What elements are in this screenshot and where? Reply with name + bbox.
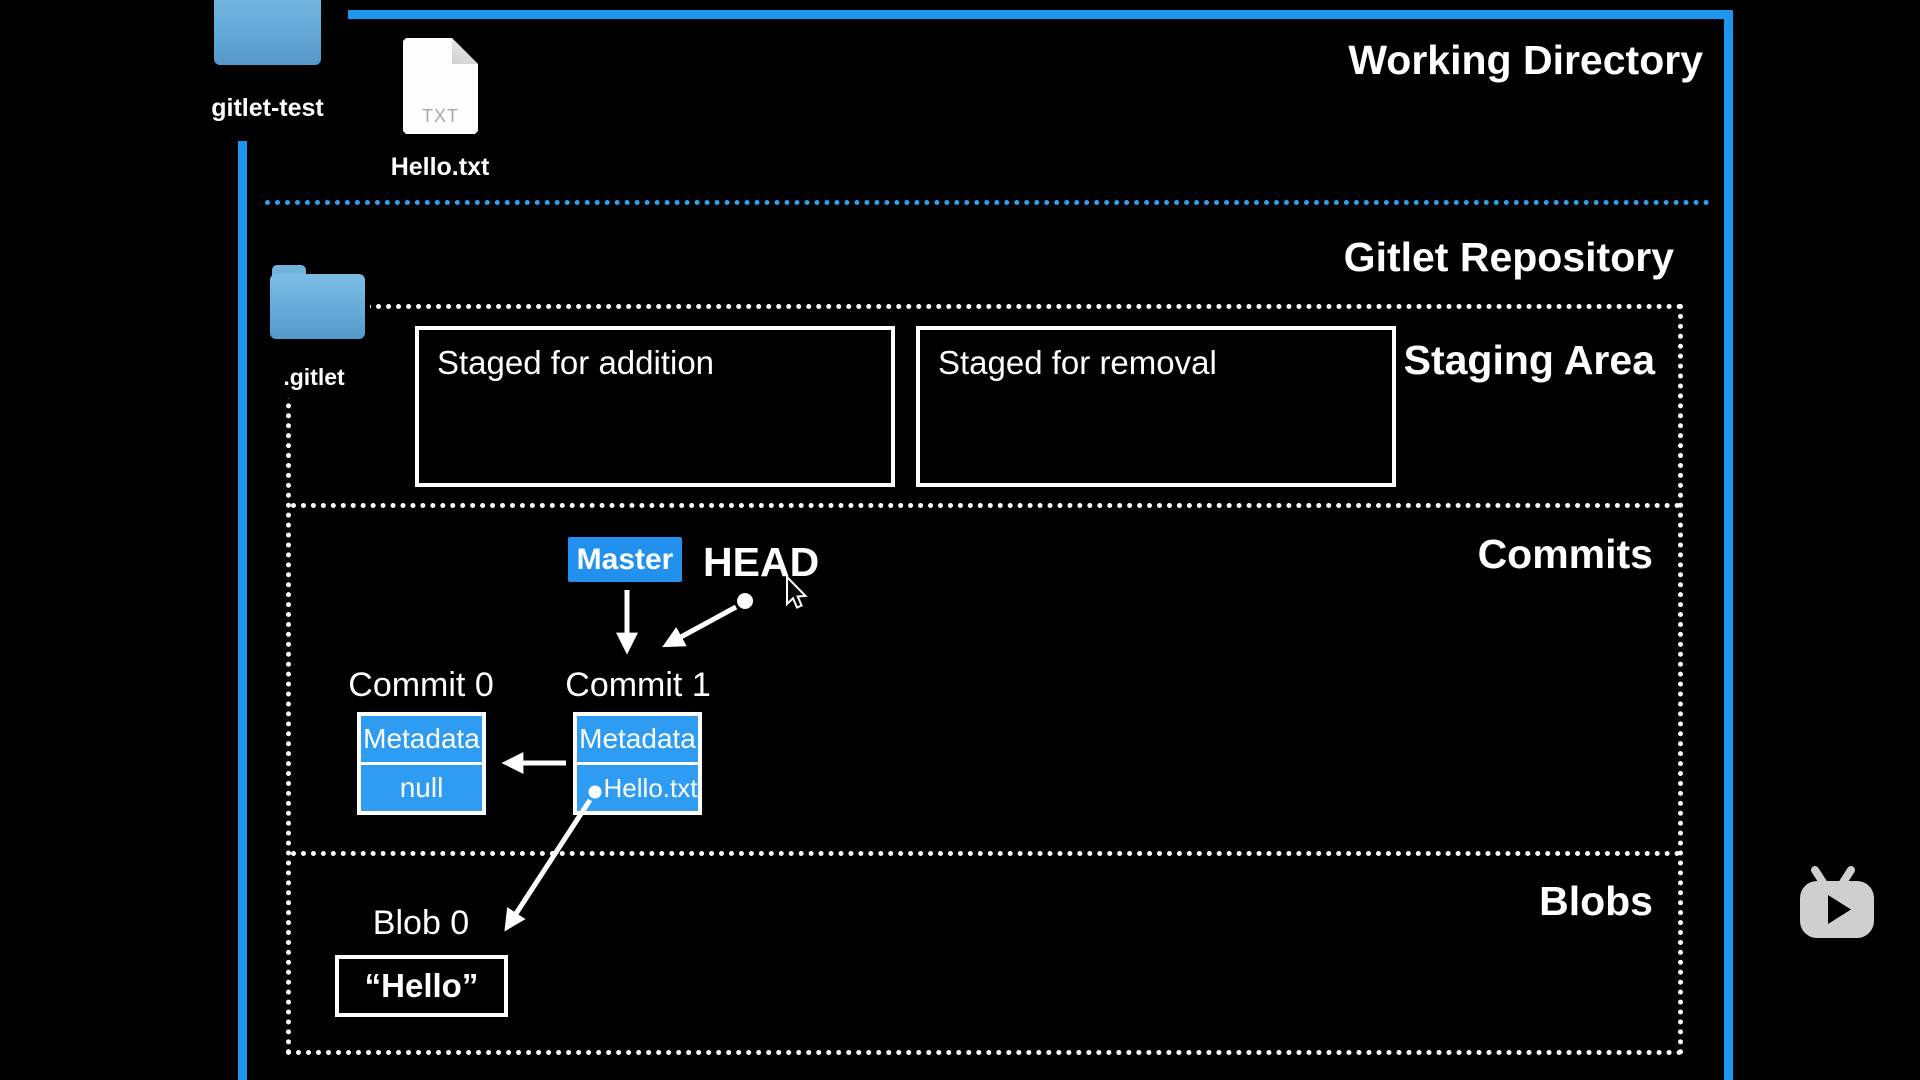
commit0-parent-row: null: [399, 772, 444, 803]
working-directory-frame-left: [238, 141, 247, 1080]
staged-for-removal-title: Staged for removal: [938, 344, 1217, 381]
file-txt-icon: TXT: [403, 38, 478, 134]
working-directory-frame-top: [348, 10, 1733, 19]
commit0-title: Commit 0: [348, 666, 494, 704]
repo-folder-label: .gitlet: [283, 364, 345, 390]
folder-icon: [270, 274, 365, 339]
blob0-title: Blob 0: [372, 904, 470, 942]
folder-icon: [214, 0, 321, 65]
repository-dotted-box: [286, 304, 1683, 1055]
commits-blobs-divider: [291, 851, 1681, 856]
working-directory-frame-right: [1724, 10, 1733, 1080]
commit1-metadata-row: Metadata: [579, 723, 696, 754]
head-pointer-label: HEAD: [703, 539, 820, 585]
commit0-box: Metadata null: [357, 712, 486, 815]
blob0-box: “Hello”: [335, 955, 508, 1017]
repo-folder: .gitlet: [264, 256, 370, 398]
blobs-label: Blobs: [1539, 878, 1653, 924]
blob0-content: “Hello”: [364, 967, 479, 1004]
master-branch-badge: Master: [568, 537, 682, 582]
staged-for-addition-title: Staged for addition: [437, 344, 715, 381]
commit1-row-divider: [577, 762, 698, 765]
staged-for-addition-box: Staged for addition: [415, 326, 895, 487]
commits-label: Commits: [1477, 531, 1653, 577]
staging-commits-divider: [291, 503, 1681, 508]
file-fold-corner: [452, 38, 478, 64]
staged-for-removal-box: Staged for removal: [916, 326, 1396, 487]
working-folder: gitlet-test: [211, 0, 324, 121]
working-folder-label: gitlet-test: [211, 94, 324, 122]
repository-title: Gitlet Repository: [1343, 234, 1674, 280]
commit1-title: Commit 1: [565, 666, 711, 704]
commit0-metadata-row: Metadata: [363, 723, 480, 754]
commit1-file-row: Hello.txt: [603, 772, 698, 803]
staging-area-label: Staging Area: [1403, 337, 1655, 383]
file-label: Hello.txt: [390, 153, 490, 181]
tv-play-icon: [1794, 866, 1884, 946]
file-type-badge: TXT: [422, 106, 459, 126]
commit0-row-divider: [361, 762, 482, 765]
commit1-box: Metadata Hello.txt: [573, 712, 702, 815]
working-repo-divider: [265, 200, 1710, 205]
working-directory-title: Working Directory: [1348, 37, 1703, 83]
